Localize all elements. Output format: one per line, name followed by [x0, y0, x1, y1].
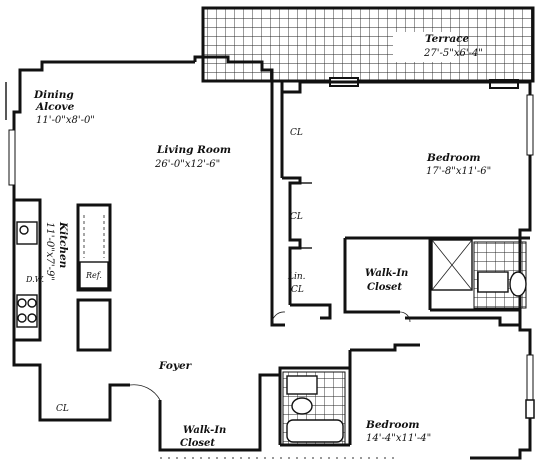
refrigerator-label: Ref.: [85, 271, 102, 280]
walkin-closet-2-line2: Closet: [180, 438, 215, 449]
terrace-label: Terrace: [425, 33, 470, 45]
linen-closet-label: CL: [291, 285, 304, 295]
kitchen-closet-label: CL: [56, 404, 69, 414]
walkin-closet-1-line2: Closet: [367, 282, 402, 293]
bathroom-bottom: [282, 371, 346, 445]
terrace-size: 27'-5"x6'-4": [423, 48, 483, 59]
bathroom-top: [431, 239, 527, 309]
bedroom-second-label: Bedroom: [365, 419, 420, 431]
linen-label: Lin.: [287, 272, 306, 282]
bedroom-main-label: Bedroom: [426, 152, 481, 164]
kitchen-fixtures: [16, 215, 109, 328]
windows: [8, 94, 535, 419]
kitchen-label: Kitchen: [57, 221, 69, 268]
bedroom-second-size: 14'-4"x11'-4": [366, 433, 431, 444]
dining-label-line2: Alcove: [35, 101, 75, 113]
exterior-walls: [12, 55, 532, 460]
doors: [129, 311, 411, 401]
bedroom-main-size: 17'-8"x11'-6": [426, 166, 491, 177]
foyer-label: Foyer: [158, 360, 193, 372]
dining-size: 11'-0"x8'-0": [36, 115, 95, 126]
terrace: [201, 6, 535, 89]
closet-label-1: CL: [290, 128, 303, 138]
closet-label-2: CL: [290, 212, 303, 222]
interior-walls: [14, 92, 530, 447]
living-room-size: 26'-0"x12'-6": [154, 159, 220, 170]
dining-label-line1: Dining: [33, 89, 74, 101]
walkin-closet-1-line1: Walk-In: [365, 268, 408, 279]
kitchen-size: 11'-0"x7'-9": [44, 222, 55, 281]
walkin-closet-2-line1: Walk-In: [183, 425, 226, 436]
living-room-label: Living Room: [156, 144, 231, 156]
dishwasher-label: D.W.: [25, 275, 44, 284]
